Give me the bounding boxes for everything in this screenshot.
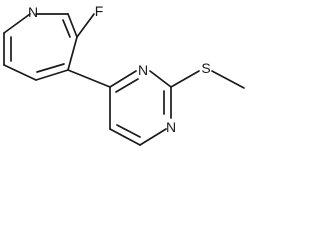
bond-c2-f	[76, 13, 95, 38]
molecule-drawing: N F N N S	[3, 3, 245, 146]
bond-c2-s	[170, 70, 200, 88]
bond-n1-c6	[139, 128, 167, 146]
bond-biaryl	[67, 69, 111, 88]
atom-label-pyrimidine-n-bottom: N	[166, 119, 176, 135]
bond-c2-c3-double	[62, 19, 71, 38]
bond-c2-c3	[67, 13, 78, 38]
atom-label-sulfur: S	[201, 60, 210, 76]
bond-c4-c5	[35, 69, 69, 81]
bond-s-ch3	[211, 70, 245, 89]
bond-c4-n3-double	[115, 78, 139, 93]
bond-c6-c5-double	[116, 124, 141, 138]
bond-n3-c2	[149, 70, 172, 88]
bond-c3-c4	[67, 36, 78, 71]
bond-n1-c6-top	[3, 13, 31, 34]
bond-c4-n3	[109, 70, 137, 88]
structure-diagram: N F N N S	[3, 3, 245, 146]
bond-c6-c5	[109, 128, 141, 146]
atom-label-fluorine: F	[95, 3, 104, 19]
pyrimidine-ring	[109, 70, 172, 146]
atom-label-pyrimidine-n-top: N	[138, 62, 148, 78]
pyridine-ring	[3, 13, 78, 81]
bond-c5-c6	[3, 64, 37, 81]
atom-label-pyridine-n: N	[28, 4, 38, 20]
bond-c4-c5-double	[36, 63, 65, 73]
